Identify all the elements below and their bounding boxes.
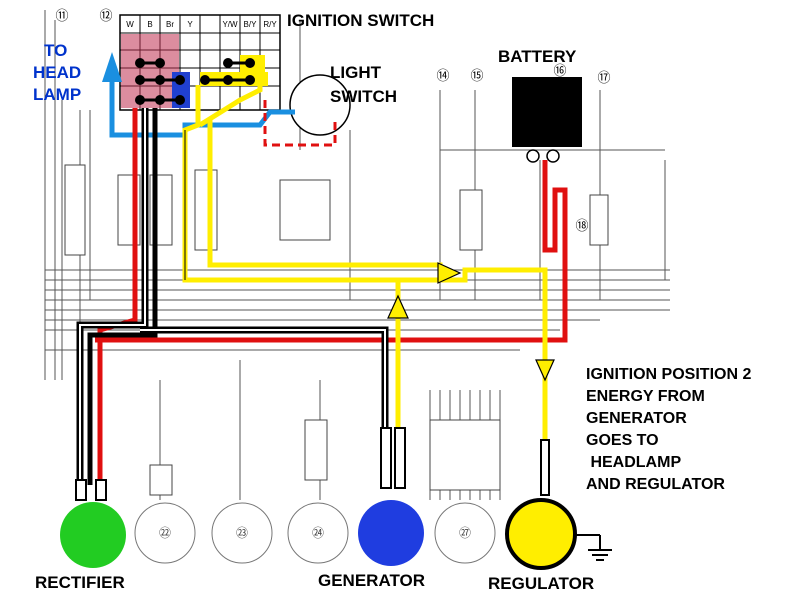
- flow-arrow-right: [437, 262, 462, 284]
- light-switch-dashed-wire: [263, 100, 337, 147]
- to-head-lamp-label-line-2: HEAD: [33, 63, 82, 82]
- feed-wires: [76, 108, 389, 485]
- flow-arrow-up: [387, 294, 409, 319]
- switch-col-6: B/Y: [244, 20, 258, 29]
- regulator-unit: [505, 498, 577, 570]
- light-switch-label-line-1: LIGHT: [330, 63, 381, 82]
- headlamp-wire: [109, 108, 295, 138]
- component-23: [211, 502, 273, 564]
- switch-col-2: B: [147, 20, 152, 29]
- generator-output-wire: [182, 80, 548, 490]
- connector-number: ⑫: [99, 9, 112, 24]
- note-line: ENERGY FROM: [586, 388, 705, 405]
- connector-number: ⑯: [553, 64, 566, 79]
- connector-number: ⑱: [575, 219, 588, 234]
- connector-number: ㉓: [236, 526, 248, 540]
- component-22: [134, 502, 196, 564]
- connector-number: ⑪: [55, 9, 68, 24]
- switch-col-3: Br: [166, 20, 174, 29]
- connector-number: ㉔: [312, 526, 324, 540]
- battery-terminal-negative: [526, 149, 540, 163]
- ignition-switch-table: W B Br Y Y/W B/Y R/Y: [119, 14, 281, 111]
- connector-number: ㉒: [159, 526, 171, 540]
- switch-col-5: Y/W: [222, 20, 238, 29]
- note-line: IGNITION POSITION 2: [586, 366, 752, 383]
- note-line: GOES TO: [586, 432, 659, 449]
- note-line: GENERATOR: [586, 410, 687, 427]
- note-line: HEADLAMP: [586, 454, 682, 471]
- ground-symbol-icon: [575, 534, 612, 561]
- ignition-switch-label: IGNITION SWITCH: [287, 11, 435, 30]
- head-lamp-arrow: [102, 52, 122, 82]
- switch-col-4: Y: [187, 20, 193, 29]
- light-switch-label-line-2: SWITCH: [330, 87, 398, 106]
- regulator-label: REGULATOR: [488, 574, 595, 593]
- component-numbers: ㉒ ㉓ ㉔ ㉗: [159, 526, 471, 540]
- to-head-lamp-label-line-3: LAMP: [33, 85, 82, 104]
- connector-number: ⑰: [597, 71, 610, 86]
- generator-label: GENERATOR: [318, 571, 426, 590]
- generator-unit: [358, 500, 424, 566]
- rectifier-unit: [60, 502, 126, 568]
- note-line: AND REGULATOR: [586, 476, 725, 493]
- flow-arrow-down: [535, 359, 555, 382]
- battery-label: BATTERY: [498, 47, 577, 66]
- connector-number: ⑮: [470, 69, 483, 84]
- light-switch-symbol: [289, 74, 351, 136]
- connector-number: ㉗: [459, 526, 471, 540]
- battery-terminal-positive: [546, 149, 560, 163]
- rectifier-label: RECTIFIER: [35, 573, 125, 592]
- switch-col-1: W: [126, 20, 134, 29]
- connector-number: ⑭: [436, 69, 449, 84]
- battery-body: [512, 77, 582, 147]
- component-plugs: [75, 427, 550, 501]
- component-27: [434, 502, 496, 564]
- explanation-note: IGNITION POSITION 2 ENERGY FROM GENERATO…: [586, 364, 751, 496]
- switch-col-7: R/Y: [263, 20, 277, 29]
- component-24: [287, 502, 349, 564]
- to-head-lamp-label-line-1: TO: [44, 41, 68, 60]
